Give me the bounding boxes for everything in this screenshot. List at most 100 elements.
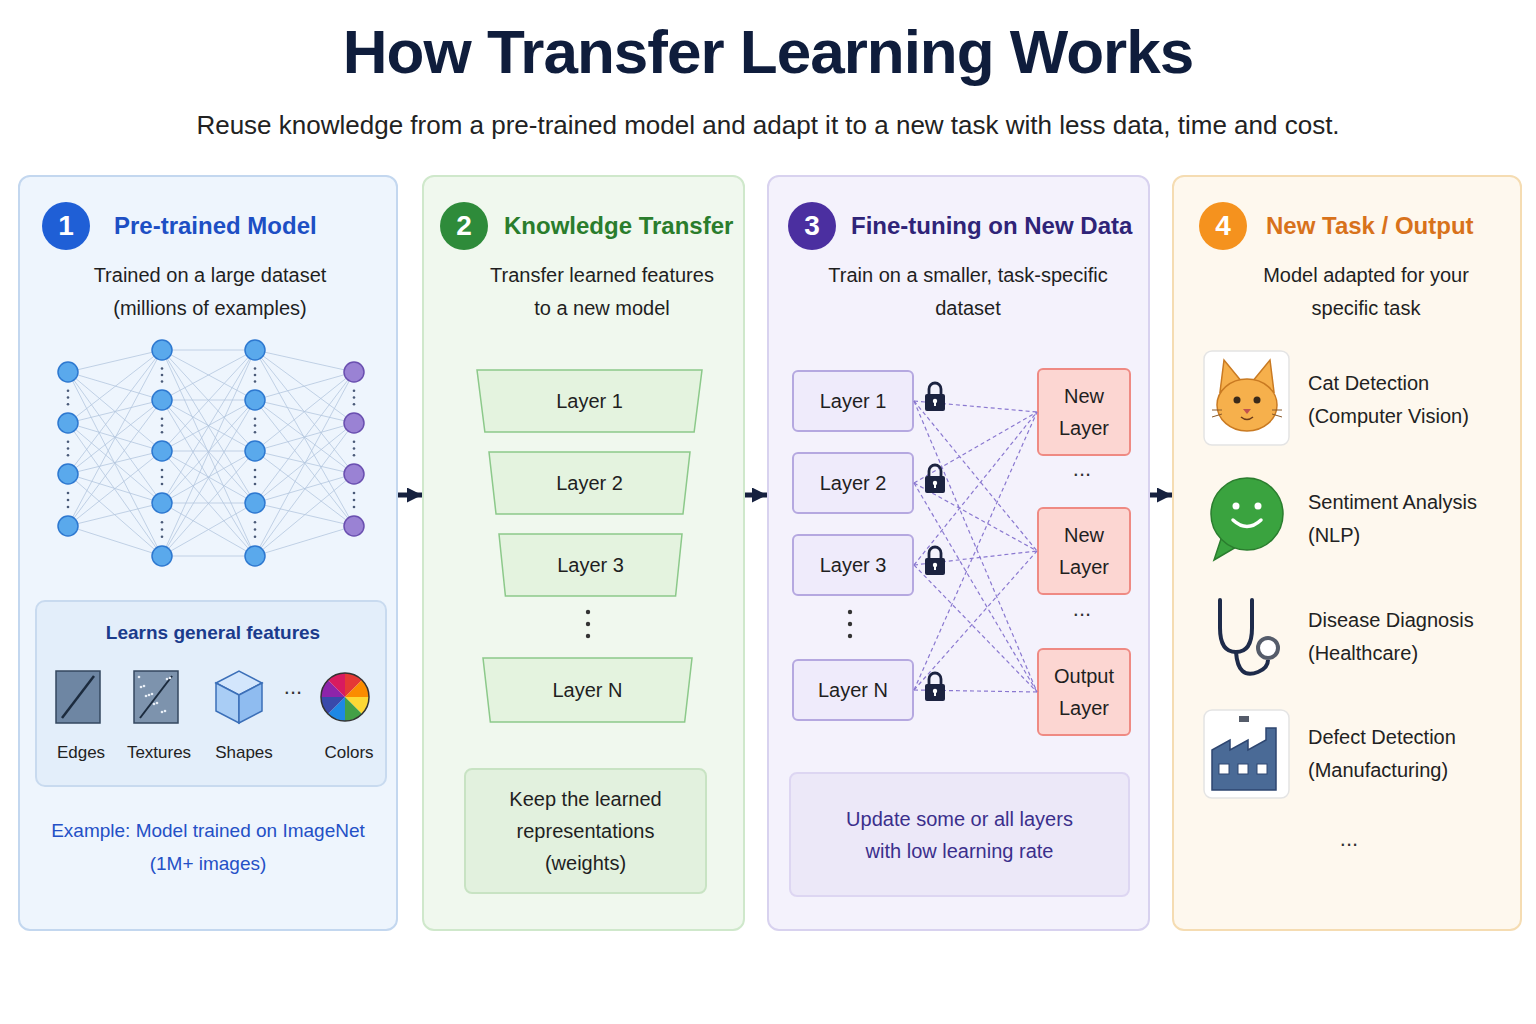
network-link	[162, 350, 255, 556]
layer-trapezoid: Layer 3	[499, 534, 682, 596]
text-slot: Knowledge Transfer	[504, 212, 740, 240]
network-link	[68, 503, 162, 526]
dashed-connection	[914, 483, 1037, 551]
network-link	[255, 372, 354, 400]
text-slot: ...	[1062, 456, 1102, 482]
network-link	[162, 350, 255, 400]
frozen-layer: Layer 3	[792, 534, 914, 596]
smile-mouth	[1233, 520, 1261, 527]
network-neuron	[344, 413, 364, 433]
network-dot	[161, 528, 164, 531]
text-slot: (Healthcare)	[1308, 642, 1418, 665]
box-text: Update some or all layers with low learn…	[830, 803, 1090, 867]
factory-window	[1219, 764, 1229, 774]
textures-icon	[134, 671, 178, 723]
network-dot	[254, 535, 257, 538]
stethoscope-tubes	[1220, 600, 1252, 652]
cat-face	[1217, 379, 1277, 431]
dashed-connection	[914, 401, 1037, 692]
network-link	[68, 474, 162, 556]
feature-label: Edges	[21, 743, 141, 763]
note-box: Update some or all layers with low learn…	[789, 772, 1130, 897]
stethoscope-chestpiece	[1258, 638, 1278, 658]
text-slot: Shapes	[184, 743, 304, 763]
dashed-connection	[914, 412, 1037, 690]
ellipsis: ...	[1329, 826, 1369, 852]
textures-icon-dot	[164, 710, 167, 713]
dashed-connection	[914, 551, 1037, 690]
ellipsis: ...	[1062, 456, 1102, 482]
layer-trapezoid: Layer 2	[489, 452, 690, 514]
panel-text: Trained on a large dataset (millions of …	[75, 259, 345, 325]
text-slot: Trained on a large dataset (millions of …	[75, 259, 345, 325]
network-link	[68, 350, 162, 474]
network-dot	[161, 417, 164, 420]
network-neuron	[245, 493, 265, 513]
network-link	[162, 350, 255, 351]
trapezoid-shape	[483, 658, 692, 722]
new-layer: New Layer	[1037, 368, 1131, 456]
shapes-icon	[216, 671, 262, 695]
dashed-connection	[914, 412, 1037, 565]
stage-arrow	[398, 493, 422, 498]
network-link	[162, 556, 255, 557]
network-link	[162, 503, 255, 556]
textures-icon-dot	[151, 693, 154, 696]
network-link	[68, 372, 162, 503]
dashed-connection	[914, 401, 1037, 412]
network-dot	[67, 389, 70, 392]
dashed-connection	[914, 690, 1037, 692]
textures-icon-dot	[138, 676, 141, 679]
network-link	[162, 400, 255, 503]
text-slot: Example: Model trained on ImageNet (1M+ …	[38, 814, 378, 880]
lock-keyhole	[934, 483, 936, 488]
text-slot: Pre-trained Model	[114, 212, 384, 240]
dashed-connection	[914, 565, 1037, 692]
smile-eye	[1233, 503, 1240, 510]
network-dot	[254, 521, 257, 524]
network-dot	[67, 447, 70, 450]
network-link	[255, 474, 354, 556]
vertical-ellipsis	[848, 634, 852, 638]
step-number-text: 4	[1215, 210, 1231, 242]
network-link	[255, 451, 354, 474]
network-link	[68, 372, 162, 400]
network-neuron	[344, 464, 364, 484]
network-dot	[353, 506, 356, 509]
cat-eye	[1254, 397, 1261, 404]
task-domain: (NLP)	[1308, 524, 1360, 547]
note-box: Keep the learned representations (weight…	[464, 768, 707, 894]
neural-network	[58, 340, 364, 566]
network-dot	[254, 476, 257, 479]
network-link	[255, 423, 354, 556]
task-icons	[1204, 351, 1289, 798]
network-dot	[254, 483, 257, 486]
lock-shackle	[929, 465, 941, 477]
task-name: Sentiment Analysis	[1308, 491, 1477, 514]
network-dot	[161, 380, 164, 383]
lock-shackle	[929, 383, 941, 395]
box-text: Layer 1	[556, 385, 623, 417]
network-dot	[254, 374, 257, 377]
network-dot	[67, 506, 70, 509]
box-text: New Layer	[1047, 380, 1121, 444]
feature-label: Colors	[289, 743, 409, 763]
colors-icon-wedge	[345, 673, 362, 697]
network-link	[162, 400, 255, 503]
frozen-layer: Layer N	[792, 659, 914, 721]
cat-tile	[1204, 351, 1289, 445]
lock-keyhole	[933, 563, 937, 567]
network-link	[68, 526, 162, 556]
feature-label: Textures	[99, 743, 219, 763]
lock-shackle	[929, 673, 941, 685]
network-dot	[254, 431, 257, 434]
stage-panel: Fine-tuning on New DataTrain on a smalle…	[767, 175, 1150, 931]
textures-icon-dot	[166, 678, 169, 681]
network-link	[68, 372, 162, 556]
network-link	[68, 423, 162, 556]
vertical-ellipsis	[586, 634, 590, 638]
network-neuron	[58, 516, 78, 536]
step-number-text: 2	[456, 210, 472, 242]
task-name: Cat Detection	[1308, 372, 1429, 395]
